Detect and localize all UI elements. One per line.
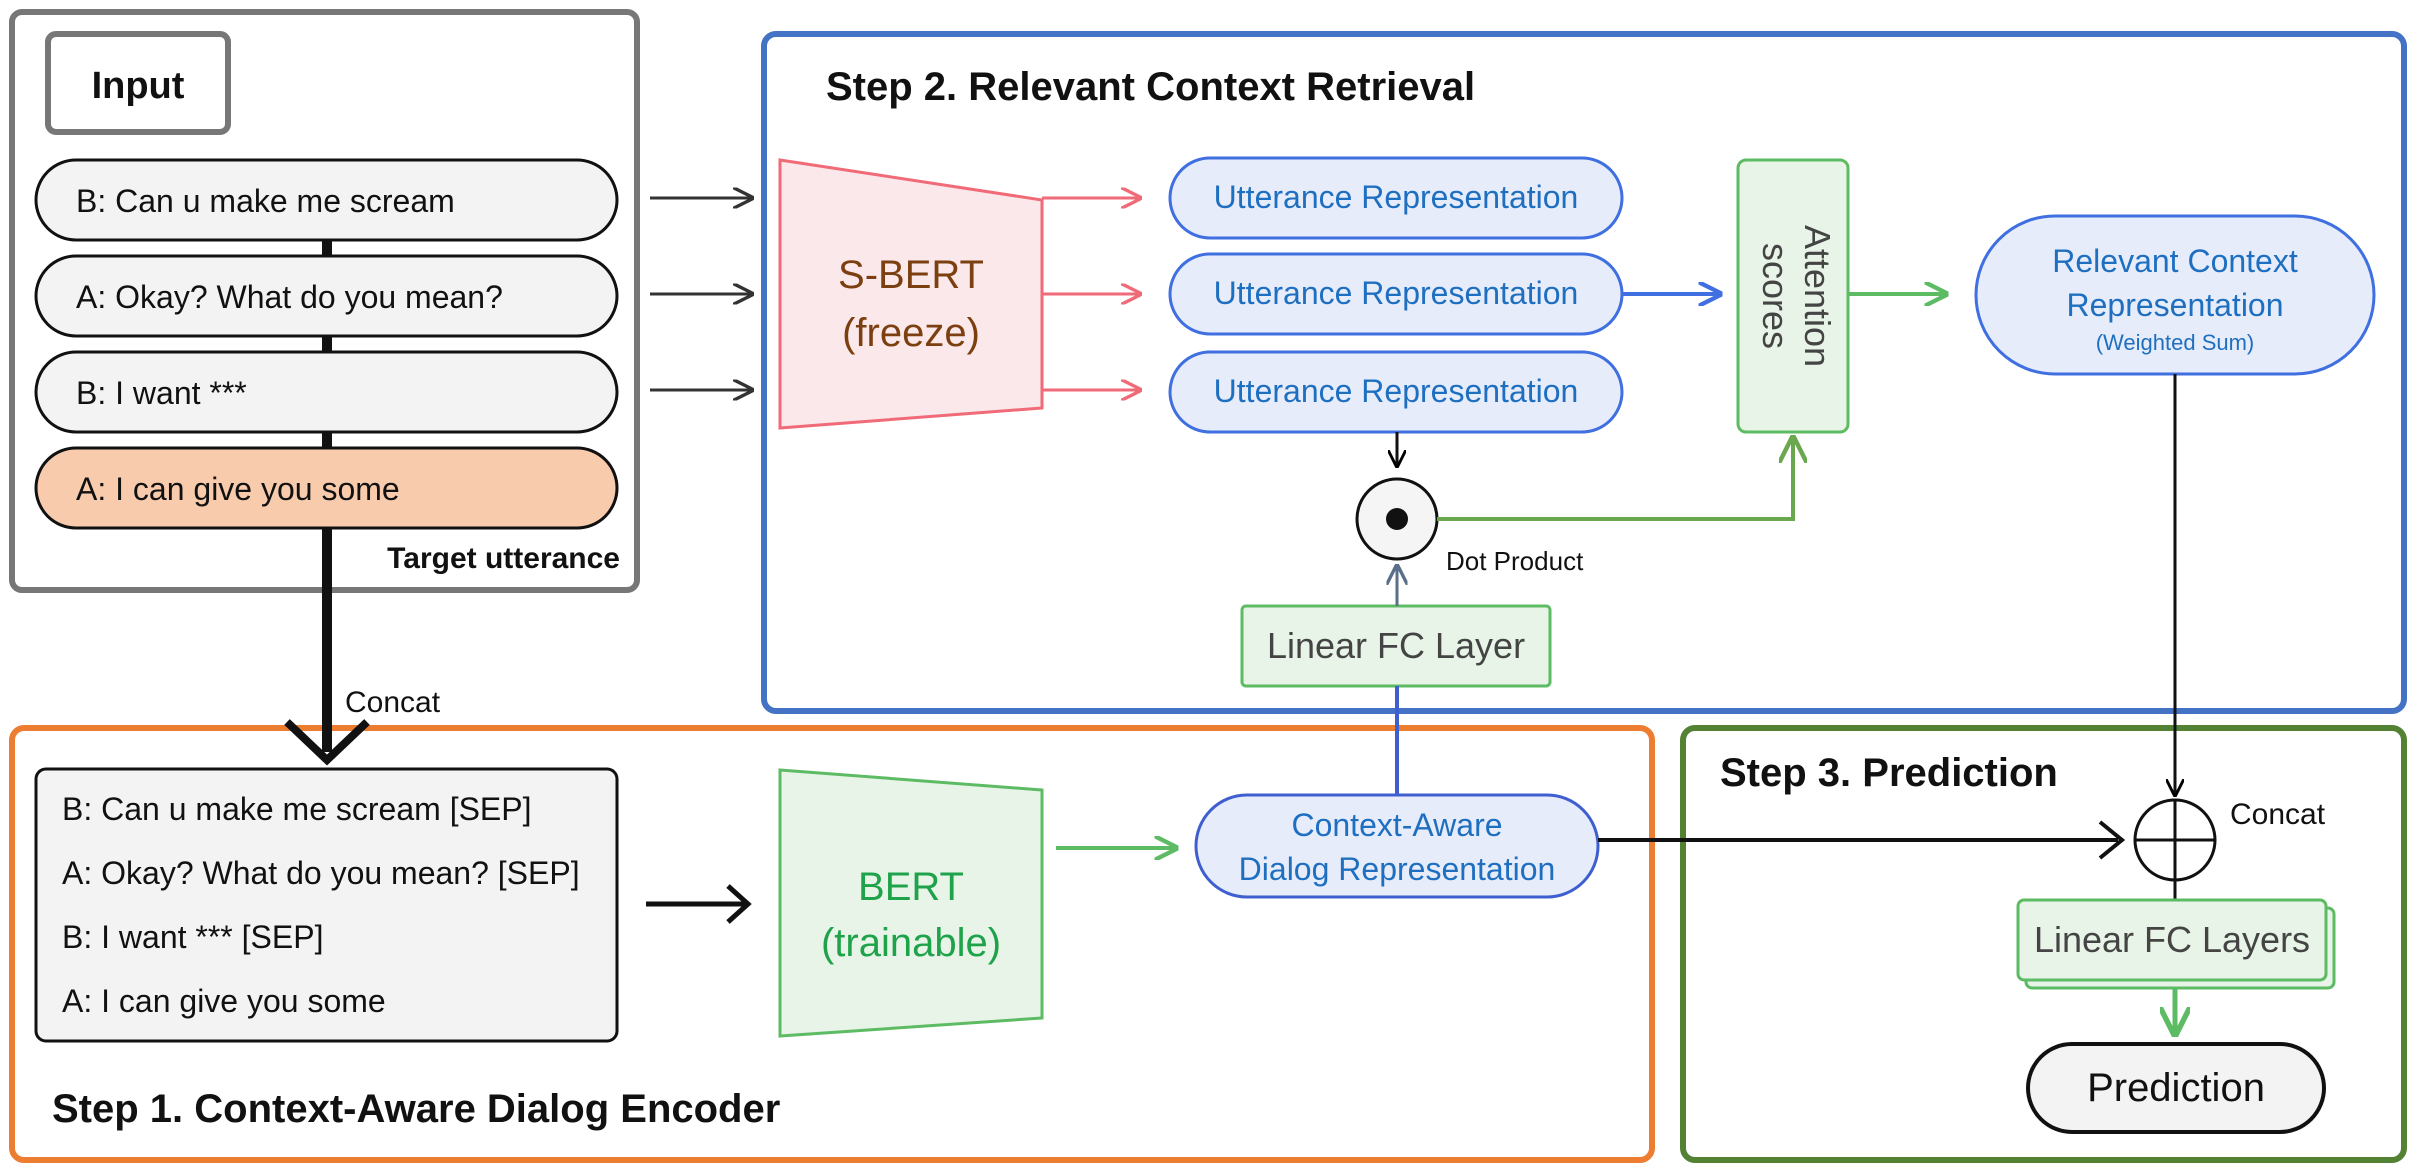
dialog-rep-label-2: Dialog Representation [1239, 851, 1556, 887]
arrow-dialog-concat-head [2098, 820, 2126, 860]
bert-label-2: (trainable) [821, 921, 1001, 965]
dot-product-label: Dot Product [1446, 546, 1584, 576]
concat-line-3: B: I want *** [SEP] [62, 919, 323, 955]
dialog-representation [1194, 793, 1600, 899]
utterance-rep-1 [1168, 156, 1624, 240]
concat-arrow-head [284, 719, 370, 766]
target-utterance-text: A: I can give you some [76, 471, 400, 507]
utterance-box-3 [34, 350, 619, 434]
sbert-block [778, 158, 1044, 430]
attention-label-1: Attention [1797, 225, 1838, 367]
concat-label-right: Concat [2230, 798, 2326, 831]
concat-input-box [34, 767, 619, 1043]
bert-label-1: BERT [858, 865, 964, 909]
utterance-text-3: B: I want *** [76, 375, 247, 411]
sbert-label-2: (freeze) [842, 311, 980, 355]
bert-block [778, 768, 1044, 1038]
utterance-box-2 [34, 254, 619, 338]
step3-panel [1680, 725, 2407, 1163]
sbert-label-1: S-BERT [838, 253, 984, 297]
relevant-label-3: (Weighted Sum) [2096, 330, 2255, 355]
attention-label-2: scores [1755, 243, 1796, 349]
utterance-rep-text-1: Utterance Representation [1214, 179, 1579, 215]
linear-fc-label: Linear FC Layer [1267, 625, 1525, 666]
step3-title: Step 3. Prediction [1720, 751, 2058, 795]
concat-line-2: A: Okay? What do you mean? [SEP] [62, 855, 580, 891]
utterance-box-1 [34, 158, 619, 242]
relevant-label-1: Relevant Context [2052, 243, 2298, 279]
step1-panel [9, 725, 1655, 1163]
target-utterance-label: Target utterance [387, 542, 620, 575]
prediction-label: Prediction [2087, 1066, 2265, 1110]
step2-title: Step 2. Relevant Context Retrieval [826, 65, 1475, 109]
dot-product-center [1386, 508, 1408, 530]
input-title-box [45, 31, 231, 135]
linear-fc-layers-label: Linear FC Layers [2034, 919, 2310, 960]
arrow-dot-attention [1437, 438, 1793, 521]
relevant-label-2: Representation [2066, 287, 2283, 323]
utterance-text-2: A: Okay? What do you mean? [76, 279, 503, 315]
step2-panel [761, 31, 2407, 714]
utterance-rep-text-3: Utterance Representation [1214, 373, 1579, 409]
dialog-rep-label-1: Context-Aware [1291, 807, 1502, 843]
prediction-box [2026, 1042, 2326, 1134]
utterance-text-1: B: Can u make me scream [76, 183, 455, 219]
concat-label-left: Concat [345, 686, 441, 719]
concat-line-4: A: I can give you some [62, 983, 386, 1019]
linear-fc-layers [2016, 898, 2328, 982]
concat-line-1: B: Can u make me scream [SEP] [62, 791, 532, 827]
arrow-concat-bert-head [726, 884, 752, 924]
utterance-rep-text-2: Utterance Representation [1214, 275, 1579, 311]
input-title: Input [92, 65, 185, 107]
step1-title: Step 1. Context-Aware Dialog Encoder [52, 1087, 780, 1131]
